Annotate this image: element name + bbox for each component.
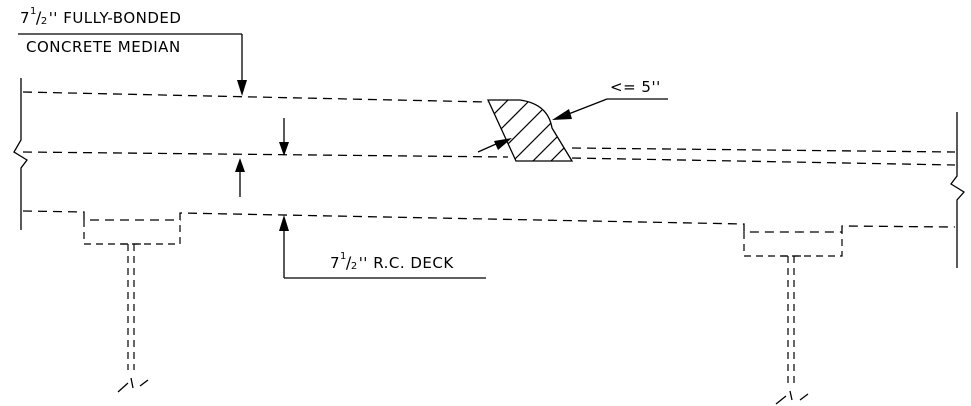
deck-top-surface-right <box>571 147 956 153</box>
deck-thickness-dimension <box>235 118 289 197</box>
left-girder-web <box>117 243 149 393</box>
median-label-text: '' FULLY-BONDED <box>48 8 182 27</box>
clearance-leader <box>477 98 668 153</box>
left-break-line <box>13 78 28 230</box>
median-end-hatched <box>486 99 574 162</box>
median-label-leader <box>18 33 247 96</box>
deck-top-surface-left <box>22 151 509 158</box>
deck-label-text: '' R.C. DECK <box>358 253 454 272</box>
median-top-surface <box>22 91 489 103</box>
clearance-label: <= 5'' <box>610 78 661 96</box>
overlay-line-right <box>571 157 956 166</box>
deck-bottom-surface <box>22 210 956 233</box>
right-girder-web <box>775 255 809 405</box>
left-girder-flange <box>83 220 181 245</box>
right-girder-flange <box>743 232 843 257</box>
median-label-line2: CONCRETE MEDIAN <box>26 38 181 56</box>
right-break-line <box>950 112 965 268</box>
deck-label-leader <box>279 215 486 279</box>
